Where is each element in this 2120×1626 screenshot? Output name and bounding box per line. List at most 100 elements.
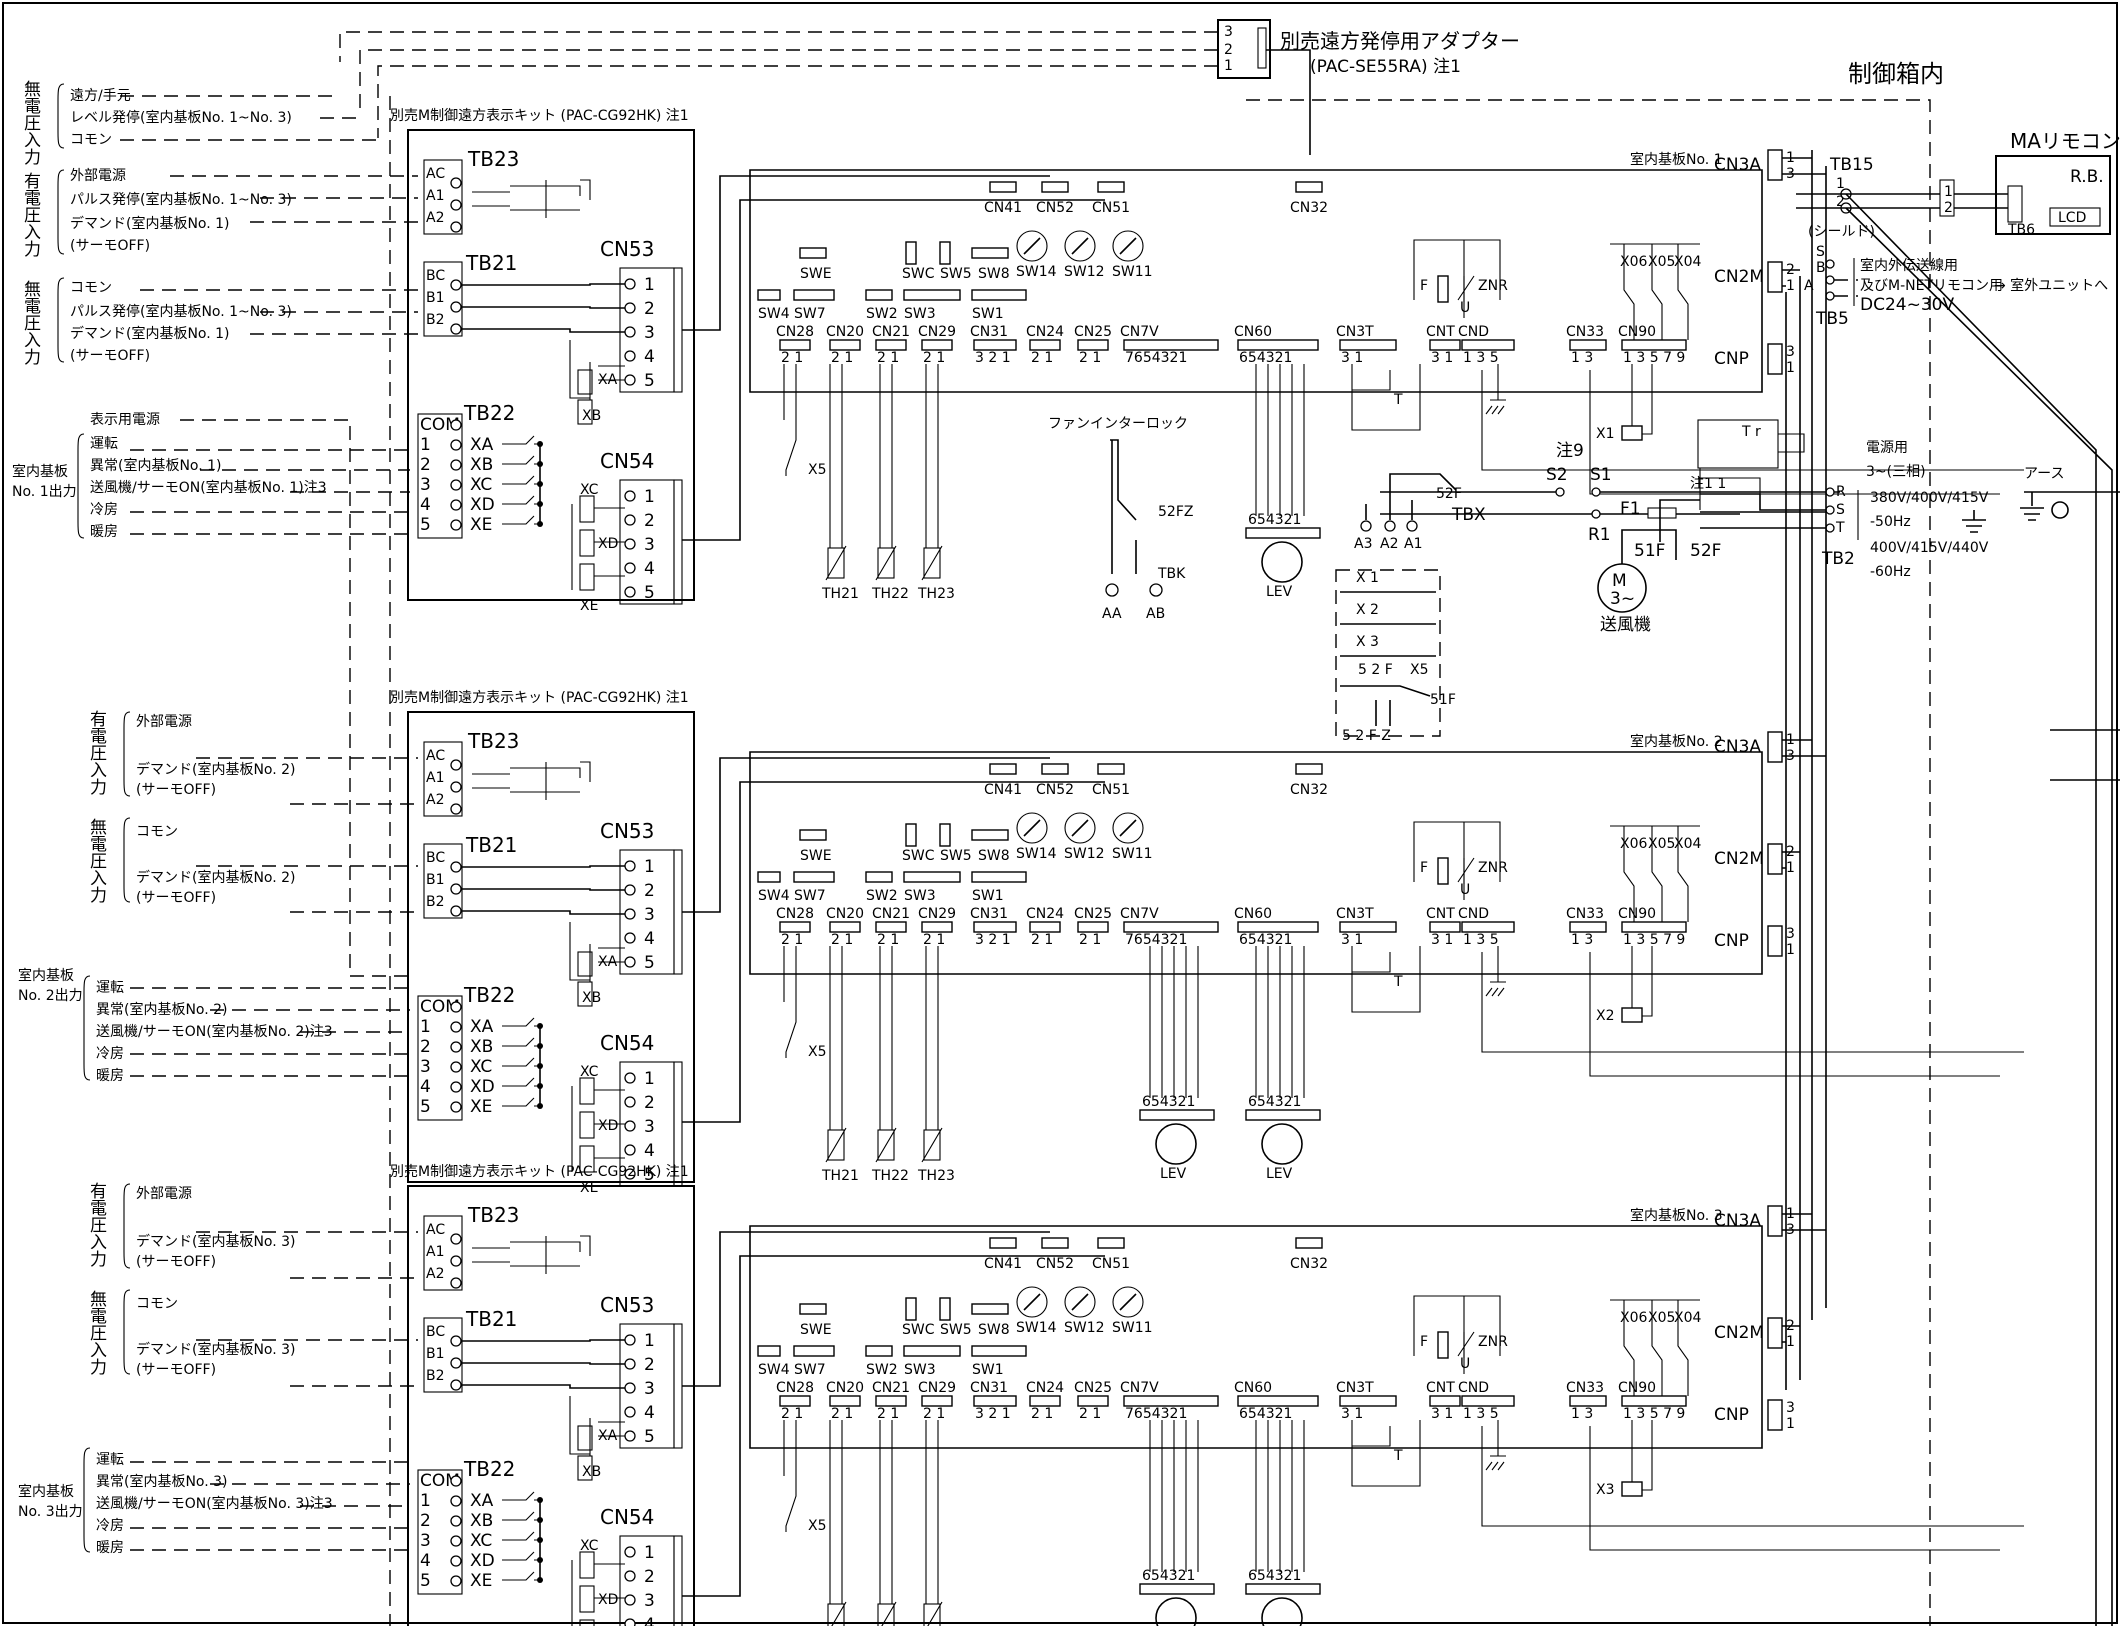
tb22-term-2: 2: [420, 1037, 431, 1057]
tb22-terminal: [450, 439, 462, 451]
dip-switch: [903, 289, 961, 301]
xd-coil-label: XD: [598, 1592, 618, 1608]
kit-title: 別売M制御遠方表示キット (PAC-CG92HK) 注1: [390, 690, 689, 706]
conn-label-9: CN3T: [1336, 1380, 1374, 1396]
right-conn-pin-b: 1: [1786, 1334, 1795, 1350]
conn-label-1: CN20: [826, 324, 864, 340]
tb22-contact: [502, 435, 540, 445]
v2-line-3: (サーモOFF): [136, 782, 216, 798]
cn53-label: CN53: [600, 237, 654, 261]
tb22-term-3: 3: [420, 1057, 431, 1077]
tbx-wires: [1365, 473, 1457, 520]
conn-pins-11: 1 3 5: [1463, 932, 1499, 948]
top-connector-label-0: CN41: [984, 1256, 1022, 1272]
comm-label-1: 室内外伝送線用: [1860, 257, 1958, 274]
dip-switch: [865, 871, 893, 883]
dip-label-3: SW3: [904, 1362, 936, 1378]
conn-pins-10: 3 1: [1431, 932, 1453, 948]
conn-pins-13: 1 3 5 7 9: [1623, 1406, 1685, 1422]
cn54-pin-label-2: 3: [644, 1591, 655, 1611]
rotary-pointer: [1119, 819, 1137, 837]
board-bus-lines: [1481, 370, 2024, 495]
conn-body: [1123, 1395, 1219, 1407]
tb22-relay-0: XA: [470, 1017, 494, 1037]
top-connector-label-3: CN32: [1290, 200, 1328, 216]
kit-title: 別売M制御遠方表示キット (PAC-CG92HK) 注1: [390, 1164, 689, 1180]
cn53-label: CN53: [600, 1293, 654, 1317]
voltage-1: 380V/400V/415V: [1870, 490, 1989, 506]
cn54-pin-label-2: 3: [644, 535, 655, 555]
tb22-relay-2: XC: [470, 475, 492, 495]
right-conn-label-1: CN2M: [1714, 1323, 1764, 1343]
frame-ground: [1962, 510, 1986, 533]
lev-motor: [1155, 1597, 1197, 1626]
tb23-block: [423, 741, 463, 817]
tb15-pin-2: 2: [1836, 194, 1845, 210]
tb21-terminal: [450, 279, 462, 291]
right-conn-pin-a: 3: [1786, 926, 1795, 942]
ma-remote: MAリモコン TB6 R.B. LCD: [1995, 129, 2120, 238]
relay-label-0: X06: [1620, 836, 1647, 852]
tb21-term-0: BC: [426, 1324, 445, 1340]
tb23-block: [423, 1215, 463, 1291]
tb15-label: TB15: [1829, 155, 1874, 175]
relay-contact: [1677, 244, 1689, 340]
tb22-terminal: [450, 479, 462, 491]
tb23-term-1: A1: [426, 1244, 444, 1260]
cn54-pin-label-2: 3: [644, 1117, 655, 1137]
right-conn-body: [1767, 925, 1783, 957]
dip-label-3: SW3: [904, 306, 936, 322]
board-title: 室内基板No. 1: [1630, 151, 1723, 168]
therm-body: [877, 1129, 895, 1161]
swc-switch: [905, 823, 917, 847]
v3-line-3: (サーモOFF): [136, 1254, 216, 1270]
xd-coil-label: XD: [598, 536, 618, 552]
dip-switch: [865, 289, 893, 301]
right-conn-pin-b: 1: [1786, 1416, 1795, 1432]
sw5-switch: [939, 1297, 951, 1321]
lev-label: LEV: [1160, 1166, 1187, 1182]
tb22-term-0: COM: [420, 1471, 460, 1491]
conn-label-7: CN7V: [1120, 1380, 1159, 1396]
sw8-label: SW8: [978, 266, 1010, 282]
rotary-label-1: SW12: [1064, 1320, 1105, 1336]
cn53-pin-label-4: 5: [644, 371, 655, 391]
rotary-switch: [1112, 230, 1144, 262]
tb22-contact: [502, 455, 540, 465]
kit-2: 別売M制御遠方表示キット (PAC-CG92HK) 注1TB23ACA1A2TB…: [390, 690, 1105, 1196]
tb21-term-2: B2: [426, 894, 445, 910]
dip-label-1: SW7: [794, 1362, 826, 1378]
sw8-switch: [971, 247, 1009, 259]
conn-body: [875, 921, 907, 933]
r1-terminal: [1591, 509, 1601, 519]
conn-pins-5: 2 1: [1031, 350, 1053, 366]
tb22-label: TB22: [463, 401, 515, 425]
top-connector-label-1: CN52: [1036, 782, 1074, 798]
nv2-side-label: 無電圧入力: [20, 280, 41, 365]
cn53-pin: [624, 956, 636, 968]
x-coil-wires: [1631, 946, 1653, 1017]
relay-contact: [1651, 244, 1663, 340]
series-contact-frame: [1335, 569, 1441, 737]
shield-label: (シールド): [1808, 224, 1875, 240]
conn-body: [1029, 339, 1061, 351]
v1-side-label: 有電圧入力: [20, 172, 41, 257]
cn53-pin: [624, 1334, 636, 1346]
rotary-label-2: SW11: [1112, 1320, 1153, 1336]
cn53-relays: [569, 1396, 625, 1456]
top-connector: [1097, 763, 1125, 775]
swe-switch: [799, 829, 827, 841]
conn-pins-10: 3 1: [1431, 1406, 1453, 1422]
cn53-edge: [673, 267, 683, 393]
conn-body: [1339, 1395, 1397, 1407]
therm-label-1: TH22: [871, 1168, 909, 1184]
conn-label-5: CN24: [1026, 324, 1064, 340]
conn-label-12: CN33: [1566, 1380, 1604, 1396]
tb22-term-5: 5: [420, 515, 431, 535]
tb22-terminal: [450, 419, 462, 431]
tb5-b: B: [1816, 260, 1826, 276]
conn-body: [1123, 921, 1219, 933]
tb23-terminal: [450, 1255, 462, 1267]
conn-label-4: CN31: [970, 906, 1008, 922]
tb22-contact: [502, 475, 540, 485]
